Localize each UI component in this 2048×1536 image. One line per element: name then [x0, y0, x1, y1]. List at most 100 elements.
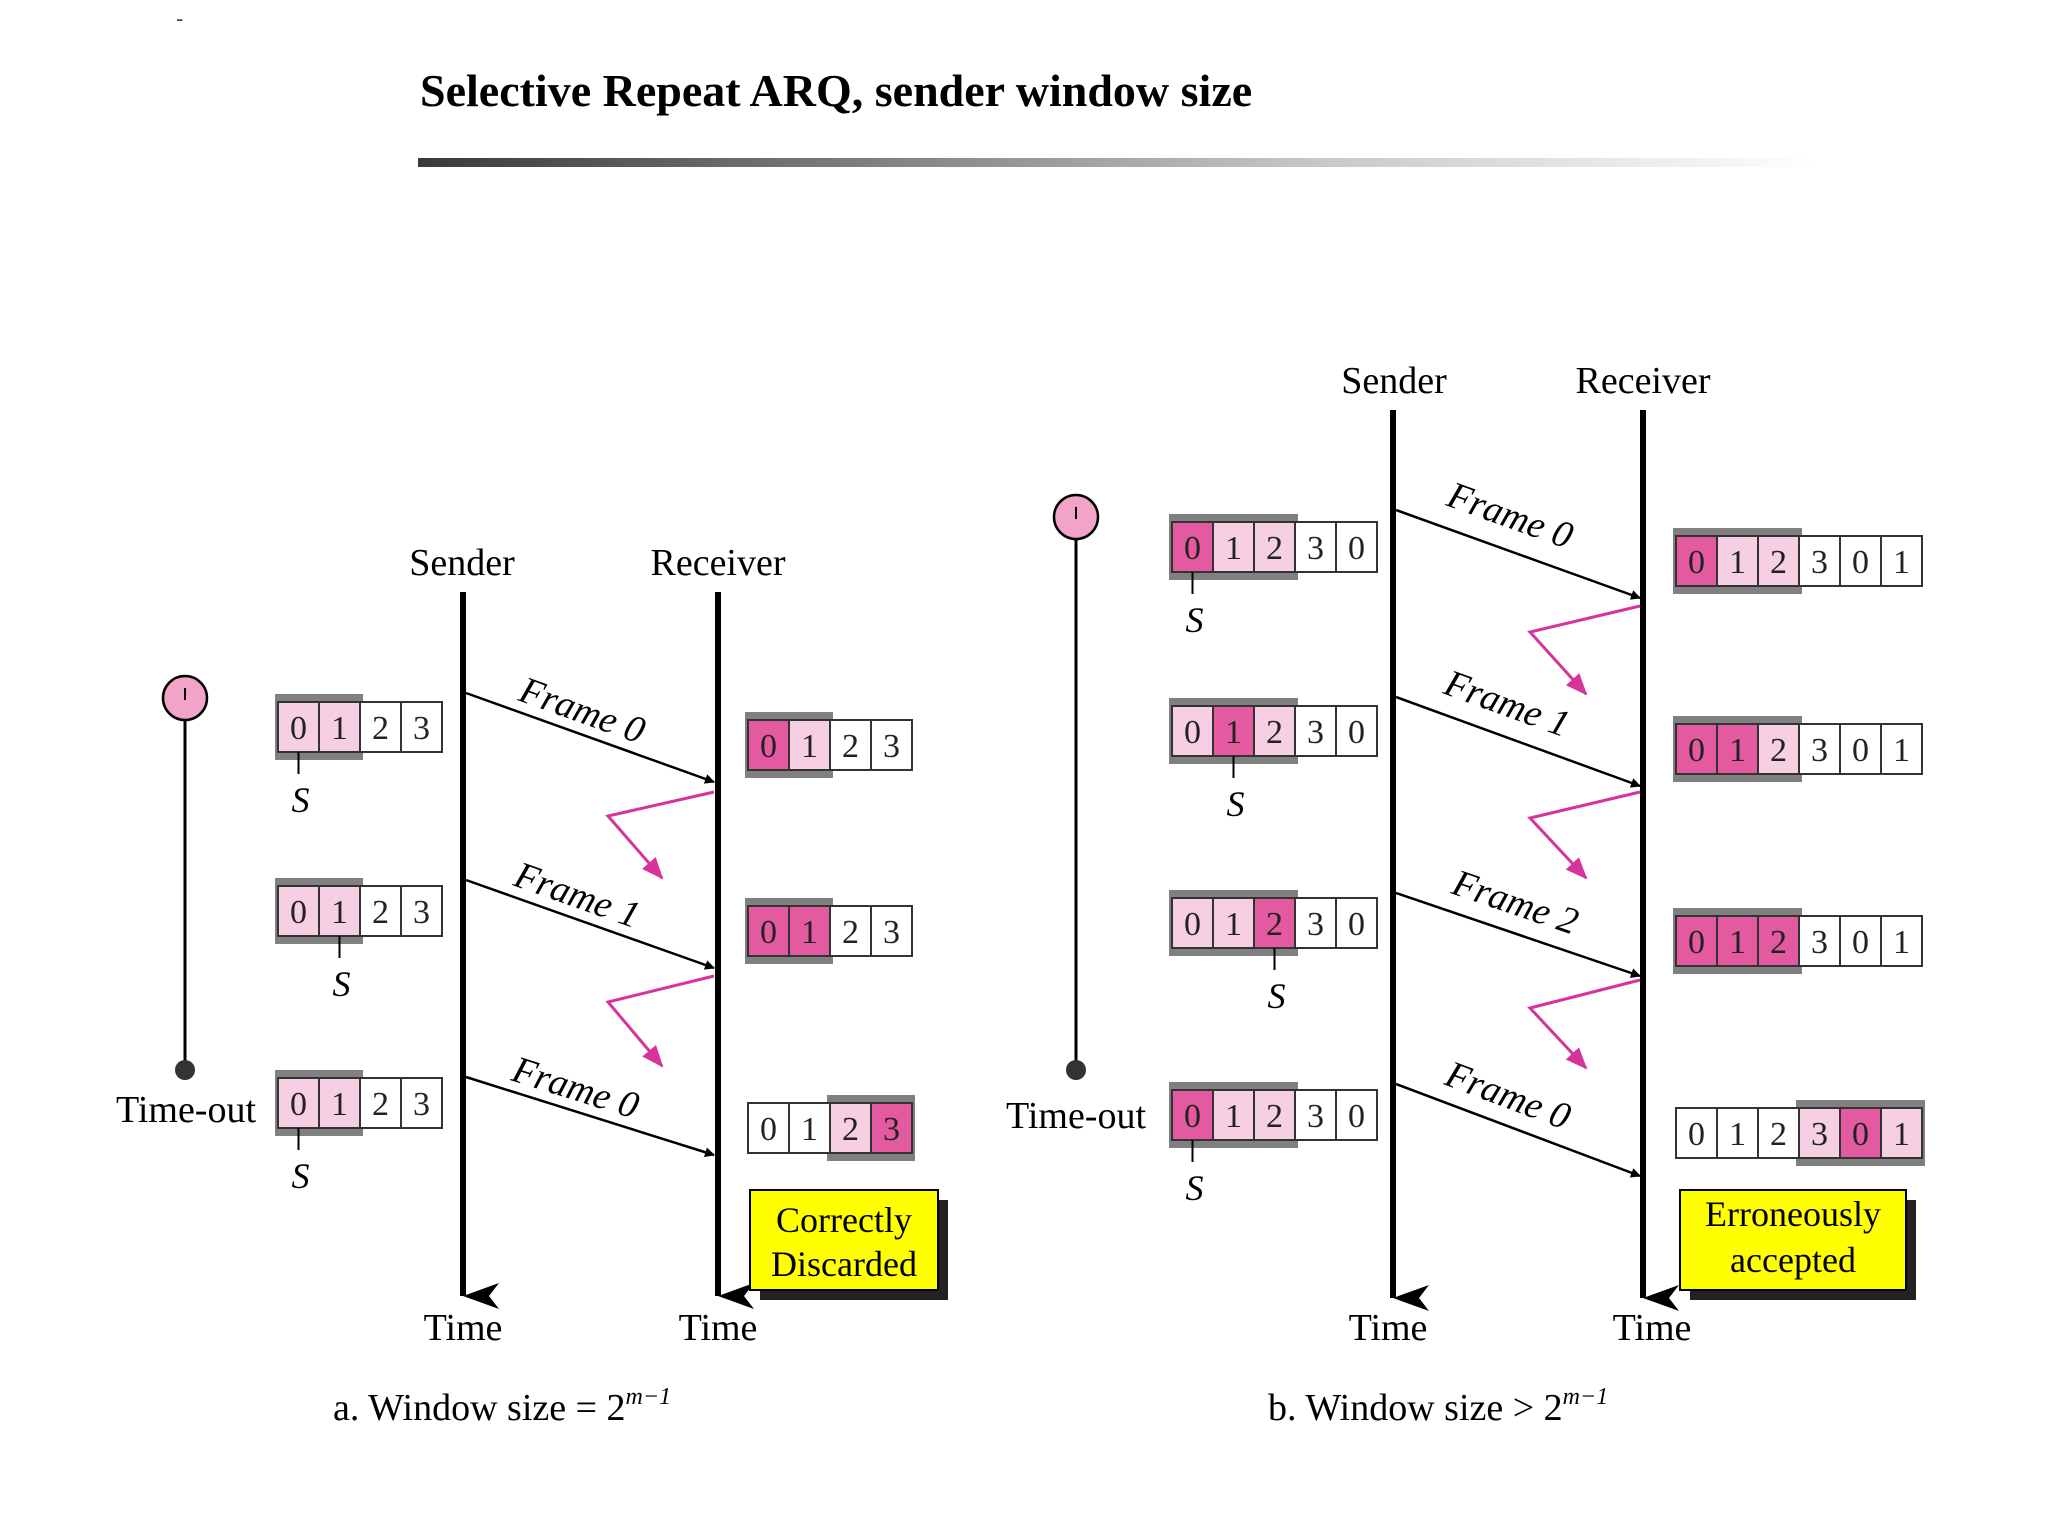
frame-arrow-a-2: [465, 1075, 715, 1158]
sender-a-0-cell-1: [318, 701, 361, 753]
receiver-b-2-cell-4: [1839, 915, 1882, 967]
sender-a-1-cell-0: [277, 885, 320, 937]
sender-a-0-cell-label-1: 1: [331, 710, 348, 747]
receiver-b-2-cell-label-5: 1: [1893, 924, 1910, 961]
receiver-b-2-cell-label-0: 0: [1688, 924, 1705, 961]
timeout-label-a: Time-out: [116, 1089, 257, 1131]
receiver-a-0-cell-label-2: 2: [842, 728, 859, 765]
receiver-a-2-cell-label-1: 1: [801, 1111, 818, 1148]
corner-mark: -: [176, 6, 184, 31]
sender-a-0-pointer-label: S: [292, 780, 310, 820]
receiver-b-0-cell-label-1: 1: [1729, 544, 1746, 581]
sender-a-0-cell-2: [359, 701, 402, 753]
sender-a-1-cell-label-3: 3: [413, 894, 430, 931]
sender-a-1-pointer-label: S: [333, 964, 351, 1004]
receiver-a-2-cell-0: [747, 1102, 790, 1154]
receiver-b-1-cell-label-4: 0: [1852, 732, 1869, 769]
receiver-a-0-cell-label-1: 1: [801, 728, 818, 765]
timer-end-dot-b: [1066, 1060, 1086, 1080]
sender-b-3-pointer-label: S: [1186, 1168, 1204, 1208]
receiver-a-2-cell-1: [788, 1102, 831, 1154]
receiver-a-1-cell-1: [788, 905, 831, 957]
receiver-a-1-cell-label-3: 3: [883, 914, 900, 951]
ack-arrow-b-2: [1527, 978, 1641, 1070]
caption-a: a. Window size = 2m−1: [333, 1384, 671, 1429]
receiver-b-3-cell-5: [1880, 1107, 1923, 1159]
sender-b-3-cell-0: [1171, 1089, 1214, 1141]
sender-b-3-cell-label-3: 3: [1307, 1098, 1324, 1135]
sender-a-0-cell-label-0: 0: [290, 710, 307, 747]
receiver-a-0-cell-label-0: 0: [760, 728, 777, 765]
sender-b-2-cell-label-3: 3: [1307, 906, 1324, 943]
timer-end-dot-a: [175, 1060, 195, 1080]
frame-label-b-1: Frame 1: [1438, 662, 1575, 746]
sender-label-a: Sender: [409, 542, 515, 584]
caption-b: b. Window size > 2m−1: [1268, 1384, 1608, 1429]
receiver-b-3-cell-3: [1798, 1107, 1841, 1159]
sender-b-0-cell-1: [1212, 521, 1255, 573]
ack-arrow-a-1: [605, 974, 715, 1068]
sender-b-1-pointer-label: S: [1227, 784, 1245, 824]
receiver-a-1-cell-label-2: 2: [842, 914, 859, 951]
sender-a-0-cell-0: [277, 701, 320, 753]
frame-arrow-a-0: [465, 691, 715, 784]
sender-a-0-cell-label-2: 2: [372, 710, 389, 747]
sender-b-3-cell-label-2: 2: [1266, 1098, 1283, 1135]
receiver-b-3-cell-2: [1757, 1107, 1800, 1159]
diagram-b: Sender Receiver Time Time Time-out Frame…: [1006, 360, 1925, 1429]
receiver-b-1-cell-1: [1716, 723, 1759, 775]
sender-b-3-cell-3: [1294, 1089, 1337, 1141]
receiver-time-a: Time: [679, 1307, 758, 1349]
receiver-a-0-cell-3: [870, 719, 913, 771]
frame-arrow-a-1: [465, 878, 715, 970]
receiver-a-1-cell-3: [870, 905, 913, 957]
sender-a-1-cell-label-2: 2: [372, 894, 389, 931]
frame-arrow-b-3: [1395, 1082, 1641, 1178]
receiver-b-0-cell-label-0: 0: [1688, 544, 1705, 581]
receiver-b-0-cell-5: [1880, 535, 1923, 587]
receiver-label-b: Receiver: [1575, 360, 1710, 402]
sender-a-2-cell-label-2: 2: [372, 1086, 389, 1123]
note-line1-a: Correctly: [776, 1200, 912, 1240]
sender-b-2-cell-label-2: 2: [1266, 906, 1283, 943]
note-box-a: [749, 1189, 939, 1291]
ack-arrow-b-0: [1527, 604, 1641, 696]
ack-arrow-a-0: [605, 790, 715, 880]
frame-label-a-0: Frame 0: [513, 669, 650, 753]
receiver-b-2-cell-label-2: 2: [1770, 924, 1787, 961]
sender-b-2-cell-label-0: 0: [1184, 906, 1201, 943]
receiver-b-0-cell-3: [1798, 535, 1841, 587]
sender-b-0-pointer-label: S: [1186, 600, 1204, 640]
sender-b-1-cell-label-0: 0: [1184, 714, 1201, 751]
receiver-b-1-cell-label-2: 2: [1770, 732, 1787, 769]
frame-label-b-2: Frame 2: [1446, 861, 1583, 943]
receiver-a-1-cell-label-1: 1: [801, 914, 818, 951]
frame-label-a-1: Frame 1: [508, 854, 645, 937]
sender-b-1-cell-4: [1335, 705, 1378, 757]
receiver-b-3-cell-label-5: 1: [1893, 1116, 1910, 1153]
frame-arrow-b-0: [1395, 508, 1641, 600]
receiver-b-1-cell-2: [1757, 723, 1800, 775]
receiver-b-1-cell-3: [1798, 723, 1841, 775]
sender-b-1-cell-label-2: 2: [1266, 714, 1283, 751]
receiver-a-2-cell-label-0: 0: [760, 1111, 777, 1148]
receiver-b-0-cell-0: [1675, 535, 1718, 587]
receiver-a-1-cell-2: [829, 905, 872, 957]
sender-a-1-cell-3: [400, 885, 443, 937]
sender-b-3-cell-label-0: 0: [1184, 1098, 1201, 1135]
title-underline: [418, 158, 1818, 167]
sender-a-0-cell-label-3: 3: [413, 710, 430, 747]
receiver-b-2-cell-label-3: 3: [1811, 924, 1828, 961]
sender-b-3-cell-label-1: 1: [1225, 1098, 1242, 1135]
receiver-a-0-cell-0: [747, 719, 790, 771]
sender-b-1-cell-label-4: 0: [1348, 714, 1365, 751]
